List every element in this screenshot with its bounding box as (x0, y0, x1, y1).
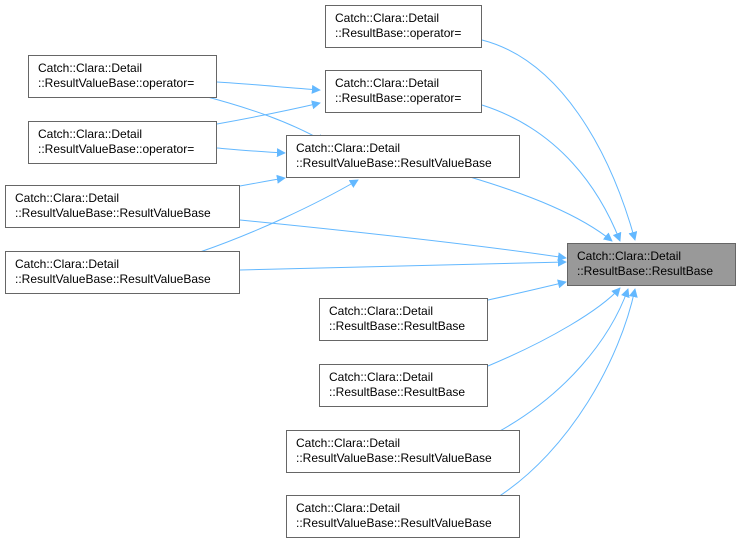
edge-rb-ctor-1-to-target (487, 279, 567, 301)
node-line2: ::ResultValueBase::ResultValueBase (296, 516, 492, 530)
edge-rvb-ctor-mid-to-target (469, 176, 613, 242)
edge-rvb-op-b-to-rb-op-b (216, 100, 321, 125)
edge-rvb-ctor-l1-to-rvb-ctor-mid (239, 174, 286, 187)
node-resultvaluebase-operator-a[interactable]: Catch::Clara::Detail ::ResultValueBase::… (28, 55, 217, 98)
edge-rvb-ctor-l2-to-target (239, 257, 567, 271)
node-line2: ::ResultBase::ResultBase (577, 264, 714, 278)
node-line1: Catch::Clara::Detail (15, 257, 120, 271)
node-resultbase-operator-b[interactable]: Catch::Clara::Detail ::ResultBase::opera… (325, 70, 482, 113)
node-line2: ::ResultValueBase::ResultValueBase (15, 206, 211, 220)
edge-rb-ctor-2-to-target (487, 287, 621, 367)
node-line2: ::ResultBase::ResultBase (329, 385, 466, 399)
node-resultvaluebase-operator-b[interactable]: Catch::Clara::Detail ::ResultValueBase::… (28, 121, 217, 164)
node-line1: Catch::Clara::Detail (335, 76, 440, 90)
node-line1: Catch::Clara::Detail (335, 11, 440, 25)
edge-rb-op-b-to-target (481, 104, 622, 242)
edge-rvb-op-a-to-rb-op-b (216, 81, 321, 94)
node-line1: Catch::Clara::Detail (329, 304, 434, 318)
edge-rvb-ctor-b2-to-target (497, 288, 638, 498)
node-line1: Catch::Clara::Detail (296, 501, 401, 515)
node-line2: ::ResultValueBase::ResultValueBase (296, 156, 492, 170)
node-resultbase-ctor-2[interactable]: Catch::Clara::Detail ::ResultBase::Resul… (319, 364, 488, 407)
node-line2: ::ResultValueBase::ResultValueBase (296, 451, 492, 465)
node-resultbase-operator-a[interactable]: Catch::Clara::Detail ::ResultBase::opera… (325, 5, 482, 48)
node-line1: Catch::Clara::Detail (38, 127, 143, 141)
node-line1: Catch::Clara::Detail (296, 436, 401, 450)
node-resultvaluebase-ctor-mid[interactable]: Catch::Clara::Detail ::ResultValueBase::… (286, 135, 520, 178)
node-resultvaluebase-ctor-left-1[interactable]: Catch::Clara::Detail ::ResultValueBase::… (5, 185, 240, 228)
node-resultbase-resultbase-target[interactable]: Catch::Clara::Detail ::ResultBase::Resul… (567, 243, 736, 286)
node-line2: ::ResultValueBase::operator= (38, 76, 195, 90)
node-line2: ::ResultBase::operator= (335, 26, 462, 40)
edge-rvb-op-b-to-rvb-ctor-mid (216, 147, 286, 158)
node-line2: ::ResultValueBase::operator= (38, 142, 195, 156)
node-line1: Catch::Clara::Detail (329, 370, 434, 384)
node-line2: ::ResultValueBase::ResultValueBase (15, 272, 211, 286)
edge-rvb-ctor-b1-to-target (497, 288, 630, 433)
node-line2: ::ResultBase::operator= (335, 91, 462, 105)
node-line1: Catch::Clara::Detail (15, 191, 120, 205)
edge-rb-op-a-to-target (481, 39, 638, 241)
node-resultvaluebase-ctor-bottom-2[interactable]: Catch::Clara::Detail ::ResultValueBase::… (286, 495, 520, 538)
edge-rvb-ctor-l1-to-target (239, 219, 567, 262)
edge-rvb-ctor-l2-to-rvb-ctor-mid (199, 179, 359, 253)
node-line1: Catch::Clara::Detail (577, 249, 682, 263)
node-line1: Catch::Clara::Detail (38, 61, 143, 75)
node-resultvaluebase-ctor-bottom-1[interactable]: Catch::Clara::Detail ::ResultValueBase::… (286, 430, 520, 473)
node-resultbase-ctor-1[interactable]: Catch::Clara::Detail ::ResultBase::Resul… (319, 298, 488, 341)
node-resultvaluebase-ctor-left-2[interactable]: Catch::Clara::Detail ::ResultValueBase::… (5, 251, 240, 294)
node-line2: ::ResultBase::ResultBase (329, 319, 466, 333)
node-line1: Catch::Clara::Detail (296, 141, 401, 155)
